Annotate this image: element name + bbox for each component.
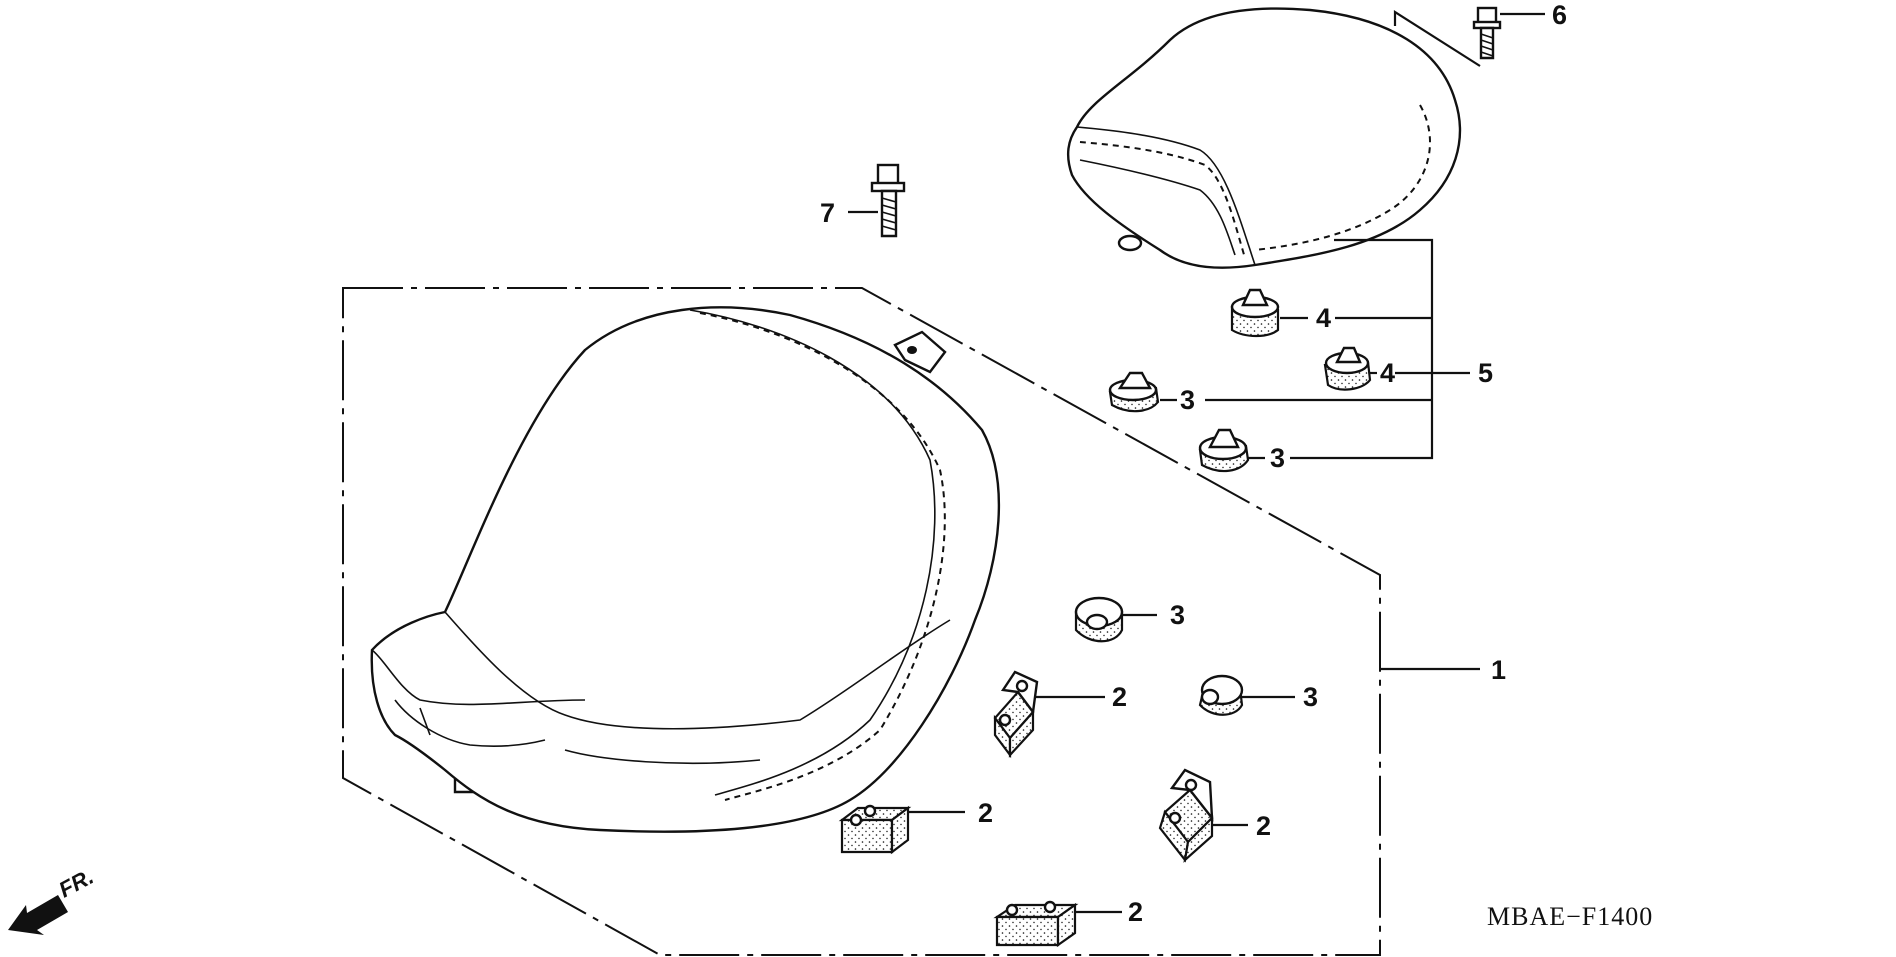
cushion-4-upper [1230,288,1280,338]
block-2-b [838,804,912,855]
callout-7: 7 [820,198,835,228]
main-seat [370,306,1001,833]
pillion-seat [1066,7,1462,269]
callout-2-b: 2 [978,798,993,828]
leader-lines [848,12,1545,914]
block-2-c [1158,768,1214,863]
cushion-4-lower [1323,346,1372,391]
cushion-3-a [1108,371,1160,413]
callout-4-b: 4 [1380,358,1395,388]
diagram-code: MBAE−F1400 [1487,902,1653,931]
block-2-a [993,670,1039,759]
cushion-3-d [1198,674,1244,716]
callout-5: 5 [1478,358,1493,388]
callout-3-b: 3 [1270,443,1285,473]
block-2-d [993,900,1079,948]
direction-label: FR. [55,864,98,903]
callout-1: 1 [1491,655,1506,685]
callout-2-d: 2 [1128,897,1143,927]
cushion-3-b [1198,428,1250,473]
bolt-6 [1472,6,1502,60]
cushion-3-c [1074,596,1124,643]
front-direction-arrow-icon: FR. [8,864,98,935]
callout-2-c: 2 [1256,811,1271,841]
callout-6: 6 [1552,0,1567,30]
assembly-boundary [342,287,1381,956]
bolt-7 [870,163,906,238]
callout-3-c: 3 [1170,600,1185,630]
callout-3-d: 3 [1303,682,1318,712]
callout-2-a: 2 [1112,682,1127,712]
callout-3-a: 3 [1180,385,1195,415]
callout-4-a: 4 [1316,303,1331,333]
